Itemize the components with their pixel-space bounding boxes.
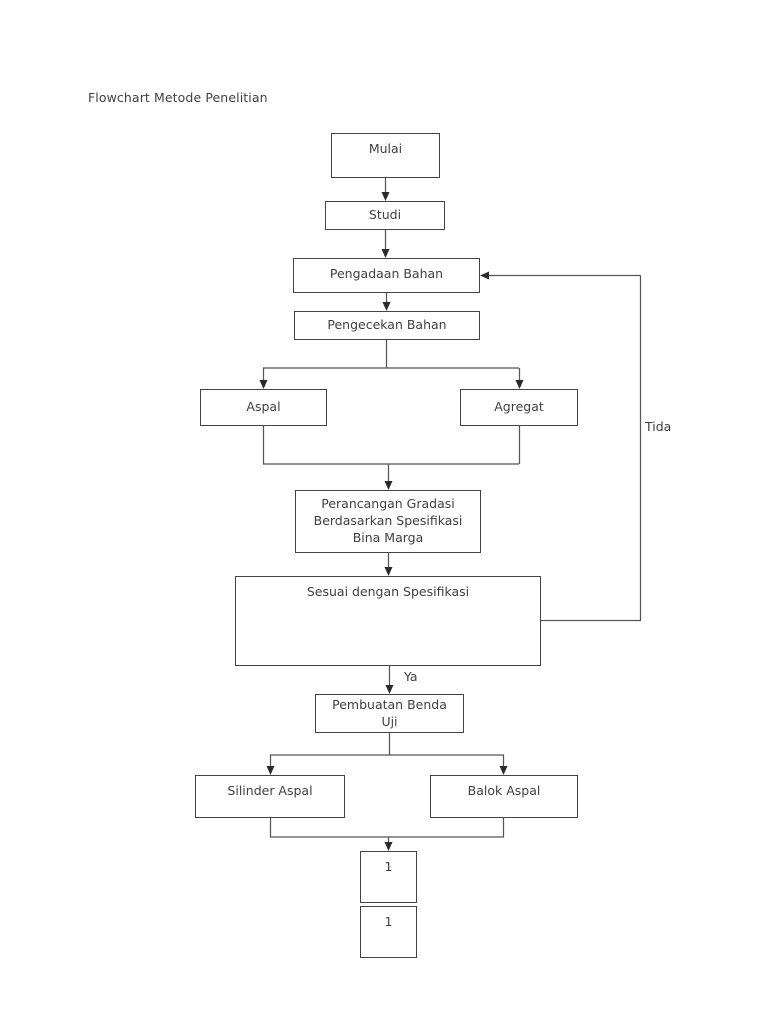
edge-pengadaan-pengecekan (382, 293, 391, 311)
edge-sesuai-ya-pembuatan (385, 666, 394, 694)
page-title: Flowchart Metode Penelitian (88, 90, 268, 105)
node-silinder-aspal-label: Silinder Aspal (227, 783, 313, 798)
edge-pengecekan-split (259, 340, 524, 389)
node-balok-aspal[interactable]: Balok Aspal (430, 775, 578, 818)
edge-label-tidak: Tida (645, 419, 672, 434)
node-pembuatan-benda-uji[interactable]: Pembuatan Benda Uji (315, 694, 464, 733)
node-aspal-label: Aspal (246, 399, 281, 415)
node-balok-aspal-label: Balok Aspal (467, 783, 541, 798)
node-perancangan-gradasi[interactable]: Perancangan Gradasi Berdasarkan Spesifik… (295, 490, 481, 553)
node-aspal[interactable]: Aspal (200, 389, 327, 426)
node-studi[interactable]: Studi (325, 201, 445, 230)
node-konektor-1-atas[interactable]: 1 (360, 851, 417, 903)
edge-pembuatan-split (266, 733, 508, 775)
edge-perancangan-sesuai (384, 553, 393, 576)
node-agregat-label: Agregat (494, 399, 544, 415)
node-mulai-label: Mulai (368, 141, 403, 156)
node-konektor-1-bawah[interactable]: 1 (360, 906, 417, 958)
node-pengadaan-bahan[interactable]: Pengadaan Bahan (293, 258, 480, 293)
node-silinder-aspal[interactable]: Silinder Aspal (195, 775, 345, 818)
node-studi-label: Studi (368, 207, 402, 223)
node-perancangan-gradasi-label: Perancangan Gradasi Berdasarkan Spesifik… (313, 496, 463, 545)
node-pengecekan-bahan-label: Pengecekan Bahan (327, 317, 447, 333)
node-sesuai-dengan-spesifikasi-label: Sesuai dengan Spesifikasi (306, 584, 470, 599)
edge-merge-perancangan (262, 426, 521, 490)
edge-sesuai-tidak-feedback (480, 271, 642, 622)
node-konektor-1-bawah-label: 1 (384, 914, 393, 929)
node-agregat[interactable]: Agregat (460, 389, 578, 426)
node-pengecekan-bahan[interactable]: Pengecekan Bahan (294, 311, 480, 340)
node-pengadaan-bahan-label: Pengadaan Bahan (329, 266, 444, 281)
edge-label-ya: Ya (404, 669, 418, 684)
edge-mulai-studi (381, 178, 390, 201)
node-sesuai-dengan-spesifikasi[interactable]: Sesuai dengan Spesifikasi (235, 576, 541, 666)
node-pembuatan-benda-uji-label: Pembuatan Benda Uji (332, 696, 447, 729)
edge-studi-pengadaan (381, 230, 390, 258)
node-konektor-1-atas-label: 1 (384, 859, 393, 874)
edge-merge-konektor (269, 818, 505, 851)
node-mulai[interactable]: Mulai (331, 133, 440, 178)
